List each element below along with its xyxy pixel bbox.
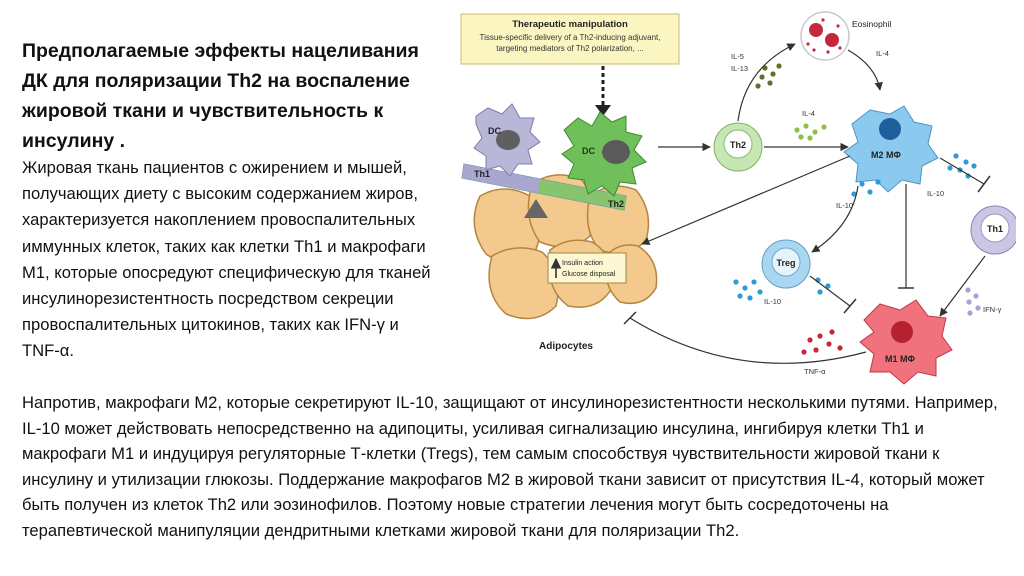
il10-m2-dots — [851, 153, 977, 197]
il13-label: IL-13 — [731, 64, 748, 73]
inhibit-treg-to-m1 — [809, 275, 851, 307]
il10-m2-left-label: IL-10 — [836, 201, 853, 210]
tnf-dots — [801, 329, 843, 355]
m1-label: M1 MΦ — [885, 354, 916, 364]
body-paragraph: Напротив, макрофаги M2, которые секретир… — [22, 393, 998, 540]
balance-beam: Th1 Th2 — [461, 163, 627, 218]
m1-macrophage-cell: M1 MΦ — [859, 299, 953, 385]
m2-label: M2 MΦ — [871, 150, 902, 160]
treg-cell: Treg — [761, 239, 811, 289]
il5-label: IL-5 — [731, 52, 744, 61]
dc-right-label: DC — [582, 146, 595, 156]
il4-dots — [794, 123, 827, 141]
therapy-line2: targeting mediators of Th2 polarization,… — [496, 44, 644, 53]
balance-th1-label: Th1 — [474, 169, 490, 179]
slide-title: Предполагаемые эффекты нацеливания ДК дл… — [22, 40, 419, 152]
adipocytes-label: Adipocytes — [539, 341, 593, 352]
eosinophil-label: Eosinophil — [852, 19, 891, 29]
th1-cell: Th1 — [970, 205, 1016, 255]
il4-eos-label: IL-4 — [876, 49, 889, 58]
arrow-eosinophil-to-m2 — [847, 49, 883, 91]
arrow-m2-to-adipocytes — [641, 155, 851, 245]
il10-treg-dots — [733, 277, 831, 301]
therapy-line1: Tissue-specific delivery of a Th2-induci… — [480, 33, 661, 42]
insulin-line1: Insulin action — [562, 260, 603, 267]
il10-m2-right-label: IL-10 — [927, 189, 944, 198]
therapy-box: Therapeutic manipulation Tissue-specific… — [460, 13, 680, 65]
il4-th2-label: IL-4 — [802, 109, 815, 118]
insulin-box: Insulin action Glucose disposal — [547, 252, 627, 284]
il5-il13-dots — [755, 63, 782, 89]
th2-polarization-diagram: Therapeutic manipulation Tissue-specific… — [460, 11, 1016, 385]
arrow-th2-to-eosinophil — [737, 43, 796, 122]
treg-label: Treg — [776, 258, 795, 268]
dc-left-label: DC — [488, 126, 501, 136]
ifn-label: IFN-γ — [983, 305, 1002, 314]
eosinophil-cell — [800, 11, 850, 61]
arrow-th1-to-m1 — [939, 255, 986, 317]
intro-paragraph: Жировая ткань пациентов с ожирением и мы… — [22, 158, 431, 361]
arrow-m2-to-treg — [811, 185, 859, 253]
m2-macrophage-cell: M2 MΦ — [843, 105, 939, 193]
tnf-label: TNF-α — [804, 367, 826, 376]
dc-left-cell: DC — [473, 103, 541, 177]
inhibit-m1-to-adipocytes — [629, 317, 867, 364]
il10-treg-label: IL-10 — [764, 297, 781, 306]
insulin-line2: Glucose disposal — [562, 271, 616, 278]
ifn-dots — [965, 287, 981, 316]
inhibit-m2-to-th1 — [939, 157, 985, 185]
th2-label: Th2 — [730, 140, 746, 150]
therapy-arrowhead — [595, 105, 611, 116]
therapy-title: Therapeutic manipulation — [512, 19, 628, 30]
dc-right-cell: DC — [561, 111, 647, 197]
th2-cell: Th2 — [713, 122, 763, 172]
th1-label: Th1 — [987, 224, 1003, 234]
balance-th2-label: Th2 — [608, 199, 624, 209]
